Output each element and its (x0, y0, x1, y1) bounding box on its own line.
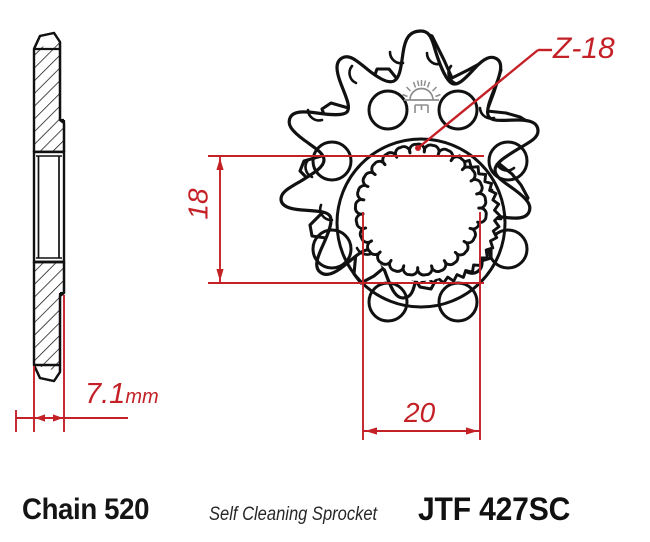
spline-width-label: 20 (404, 397, 436, 428)
sprocket-face-view (279, 29, 540, 323)
dimension-18 (208, 155, 484, 284)
hub-circle (335, 137, 507, 309)
side-cross-section-view (32, 31, 66, 383)
lightening-hole (311, 140, 353, 182)
lightening-hole (367, 89, 409, 131)
thickness-unit: mm (125, 386, 159, 408)
thickness-label: 7.1mm (85, 378, 159, 411)
chain-label: Chain 520 (22, 493, 150, 526)
tagline: Self Cleaning Sprocket (209, 504, 378, 525)
thickness-dimension (15, 295, 128, 432)
section-lower-tip (32, 364, 61, 383)
thickness-value: 7.1 (85, 378, 126, 410)
sunburst-logo (402, 80, 441, 113)
section-web (32, 150, 66, 264)
lightening-hole (487, 140, 529, 182)
spline-height-label: 18 (182, 188, 214, 220)
section-upper-tip (32, 31, 61, 50)
lightening-hole (311, 228, 353, 270)
lightening-hole (437, 89, 479, 131)
dimension-20 (362, 212, 481, 440)
teeth-callout-label: Z-18 (553, 32, 615, 65)
lightening-hole (367, 281, 409, 323)
spline-teeth (353, 142, 488, 277)
z18-leader-line (415, 48, 552, 151)
part-number: JTF 427SC (418, 491, 571, 527)
